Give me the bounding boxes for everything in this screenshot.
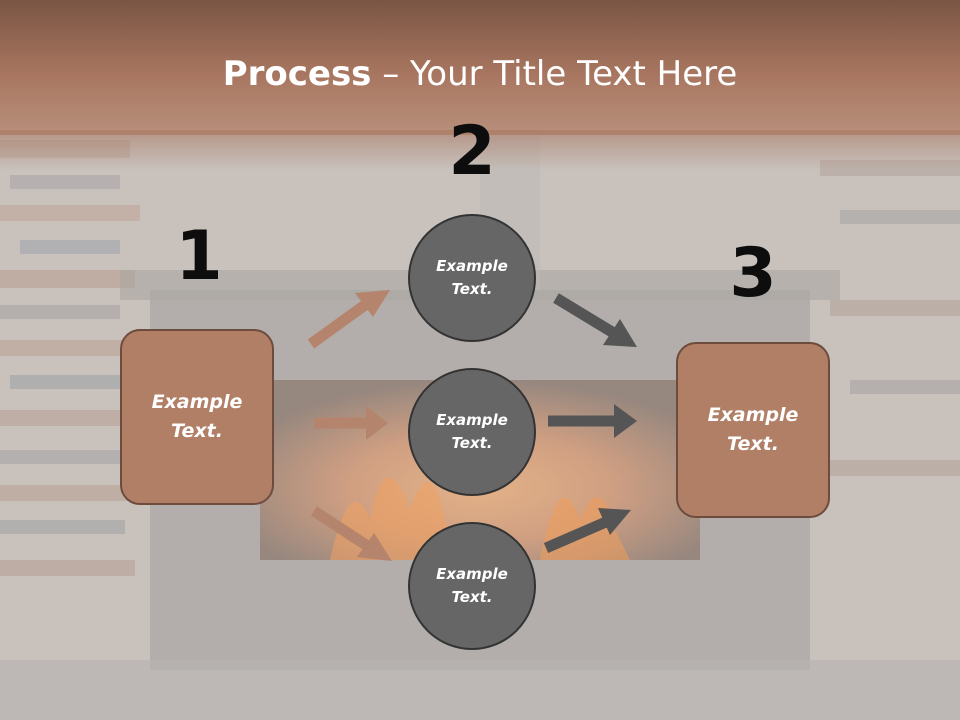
step-box-1-line2: Text. bbox=[171, 420, 223, 442]
title-rest: – Your Title Text Here bbox=[371, 54, 738, 94]
process-circle-top-line1: Example bbox=[436, 257, 508, 275]
process-circle-bottom-line2: Text. bbox=[451, 588, 493, 606]
title-bold: Process bbox=[222, 54, 372, 94]
step-box-3-line2: Text. bbox=[727, 433, 779, 455]
slide-title: Process – Your Title Text Here bbox=[0, 52, 960, 96]
arrow-1-to-top bbox=[307, 290, 390, 349]
step-box-3[interactable]: Example Text. bbox=[676, 342, 830, 518]
process-circle-middle-line2: Text. bbox=[451, 434, 493, 452]
process-circle-top-text: Example Text. bbox=[436, 255, 508, 301]
step-box-3-line1: Example bbox=[707, 404, 799, 426]
process-circle-bottom-text: Example Text. bbox=[436, 563, 508, 609]
step-box-1-text: Example Text. bbox=[152, 388, 243, 446]
process-circle-top[interactable]: Example Text. bbox=[408, 214, 536, 342]
arrow-bottom-to-3 bbox=[543, 508, 631, 554]
step-box-3-text: Example Text. bbox=[708, 401, 799, 459]
arrow-1-to-middle bbox=[314, 406, 388, 440]
step-box-1[interactable]: Example Text. bbox=[120, 329, 274, 505]
process-circle-bottom-line1: Example bbox=[436, 565, 508, 583]
step-number-3: 3 bbox=[729, 234, 777, 313]
step-number-1: 1 bbox=[175, 217, 223, 296]
arrow-top-to-3 bbox=[553, 293, 637, 347]
arrow-middle-to-3 bbox=[548, 404, 637, 438]
process-circle-top-line2: Text. bbox=[451, 280, 493, 298]
process-circle-middle-text: Example Text. bbox=[436, 409, 508, 455]
process-circle-middle-line1: Example bbox=[436, 411, 508, 429]
step-box-1-line1: Example bbox=[151, 391, 243, 413]
process-circle-middle[interactable]: Example Text. bbox=[408, 368, 536, 496]
step-number-2: 2 bbox=[448, 112, 496, 191]
process-circle-bottom[interactable]: Example Text. bbox=[408, 522, 536, 650]
arrow-1-to-bottom bbox=[310, 506, 392, 561]
